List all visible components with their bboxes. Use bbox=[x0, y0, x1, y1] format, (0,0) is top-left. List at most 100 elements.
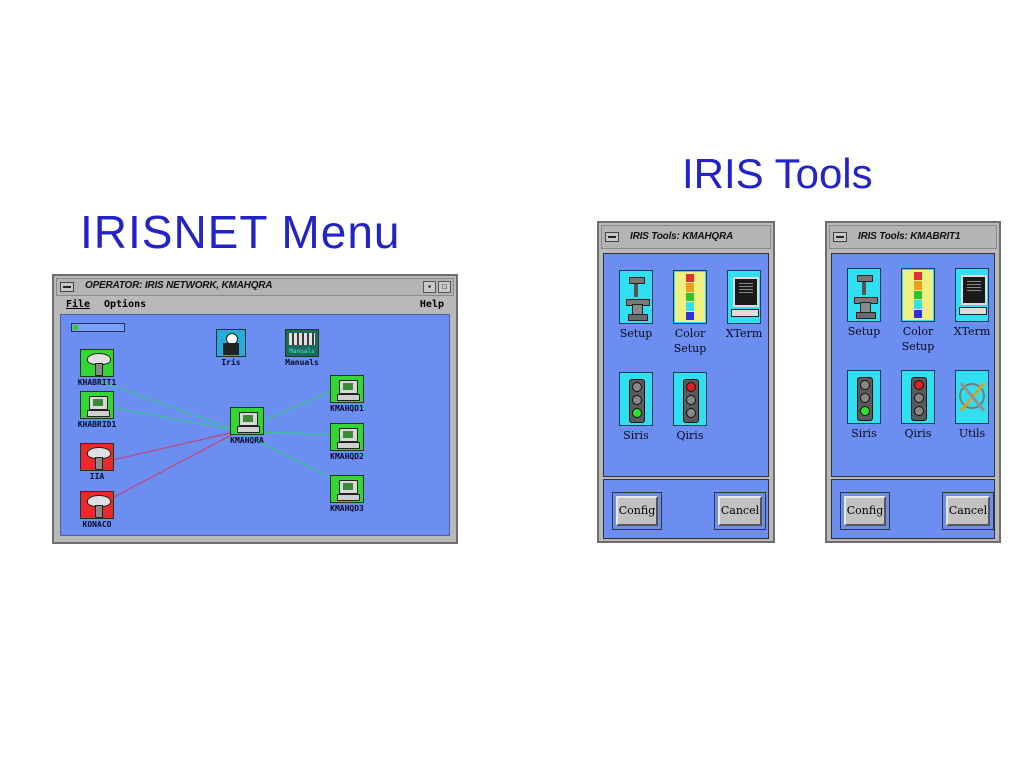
iris-app-icon[interactable]: Iris bbox=[211, 329, 251, 367]
node-kmahqd3[interactable]: KMAHQD3 bbox=[317, 475, 377, 513]
tool-qiris[interactable]: Qiris bbox=[664, 372, 716, 443]
terminal-icon bbox=[727, 270, 761, 324]
node-iia-label: IIA bbox=[89, 472, 105, 481]
maximize-button[interactable]: □ bbox=[438, 281, 451, 293]
tools-button-bar: Config Cancel bbox=[831, 479, 995, 539]
tool-label: Siris bbox=[623, 429, 649, 442]
cancel-button-frame bbox=[942, 492, 994, 530]
iris-icon bbox=[216, 329, 246, 357]
utils-tools-icon bbox=[955, 370, 989, 424]
node-iia[interactable]: IIA bbox=[67, 443, 127, 481]
tool-siris[interactable]: Siris bbox=[838, 370, 890, 441]
workstation-icon bbox=[80, 391, 114, 419]
tool-label: XTerm bbox=[953, 325, 991, 338]
tool-siris[interactable]: Siris bbox=[610, 372, 662, 443]
progress-fill bbox=[73, 325, 78, 330]
node-khabrid1-label: KHABRID1 bbox=[77, 420, 117, 429]
link-iia-kmahqra bbox=[98, 430, 240, 464]
cancel-button-frame bbox=[714, 492, 766, 530]
terminal-icon bbox=[955, 268, 989, 322]
tool-label: Utils bbox=[958, 427, 986, 440]
tools-titlebar[interactable]: IRIS Tools: KMAHQRA bbox=[601, 225, 771, 249]
manuals-icon: Manuals bbox=[285, 329, 319, 357]
manuals-caption: Manuals bbox=[289, 348, 315, 355]
window-menu-button[interactable] bbox=[60, 282, 74, 292]
node-kmahqd1-label: KMAHQD1 bbox=[330, 404, 364, 413]
operator-window: OPERATOR: IRIS NETWORK, KMAHQRA ▪ □ File… bbox=[52, 274, 458, 544]
operator-menubar: File Options Help bbox=[58, 297, 452, 313]
anvil-icon bbox=[619, 270, 653, 324]
color-palette-icon bbox=[901, 268, 935, 322]
tool-label: Qiris bbox=[676, 429, 704, 442]
tool-label: Setup bbox=[619, 327, 653, 340]
menu-help[interactable]: Help bbox=[419, 299, 444, 310]
link-khabrit1-kmahqra bbox=[98, 380, 240, 432]
node-kmahqra-label: KMAHQRA bbox=[230, 436, 264, 445]
link-khabrid1-kmahqra bbox=[98, 404, 240, 432]
config-button[interactable]: Config bbox=[844, 496, 886, 526]
node-khabrit1-label: KHABRIT1 bbox=[77, 378, 117, 387]
iris-tools-title: IRIS Tools bbox=[682, 150, 873, 197]
menu-file[interactable]: File bbox=[66, 299, 91, 310]
operator-titlebar[interactable]: OPERATOR: IRIS NETWORK, KMAHQRA ▪ □ bbox=[56, 278, 454, 296]
tool-setup[interactable]: Setup bbox=[838, 268, 890, 339]
tools-window-title: IRIS Tools: KMAHQRA bbox=[630, 231, 734, 242]
traffic-light-red-icon bbox=[673, 372, 707, 426]
traffic-light-red-icon bbox=[901, 370, 935, 424]
tool-xterm[interactable]: XTerm bbox=[718, 270, 770, 341]
operator-window-title: OPERATOR: IRIS NETWORK, KMAHQRA bbox=[85, 280, 273, 291]
workstation-icon bbox=[330, 423, 364, 451]
node-kmahqd2[interactable]: KMAHQD2 bbox=[317, 423, 377, 461]
menu-options[interactable]: Options bbox=[104, 299, 147, 310]
tool-label: XTerm bbox=[725, 327, 763, 340]
tool-xterm[interactable]: XTerm bbox=[946, 268, 998, 339]
tools-window-title: IRIS Tools: KMABRIT1 bbox=[858, 231, 961, 242]
tools-button-bar: Config Cancel bbox=[603, 479, 769, 539]
link-kmahqra-kmahqd3 bbox=[238, 430, 342, 484]
traffic-light-green-icon bbox=[619, 372, 653, 426]
tools-titlebar[interactable]: IRIS Tools: KMABRIT1 bbox=[829, 225, 997, 249]
cancel-button[interactable]: Cancel bbox=[946, 496, 990, 526]
manuals-app-icon[interactable]: Manuals Manuals bbox=[277, 329, 327, 367]
node-kmahqd1[interactable]: KMAHQD1 bbox=[317, 375, 377, 413]
tool-label: Setup bbox=[847, 325, 881, 338]
anvil-icon bbox=[847, 268, 881, 322]
link-konaco-kmahqra bbox=[98, 430, 240, 506]
node-kmahqra[interactable]: KMAHQRA bbox=[217, 407, 277, 445]
cancel-button[interactable]: Cancel bbox=[718, 496, 762, 526]
network-map-canvas: Iris Manuals Manuals KHABRIT1 KHABRID1 I… bbox=[60, 314, 450, 536]
iris-label: Iris bbox=[221, 358, 241, 367]
node-khabrit1[interactable]: KHABRIT1 bbox=[67, 349, 127, 387]
satellite-dish-icon bbox=[80, 349, 114, 377]
workstation-icon bbox=[330, 475, 364, 503]
satellite-dish-icon bbox=[80, 491, 114, 519]
irisnet-menu-title: IRISNET Menu bbox=[80, 206, 401, 258]
tool-utils[interactable]: Utils bbox=[946, 370, 998, 441]
tool-setup[interactable]: Setup bbox=[610, 270, 662, 341]
color-palette-icon bbox=[673, 270, 707, 324]
tool-label: Siris bbox=[851, 427, 877, 440]
config-button-frame bbox=[840, 492, 890, 530]
tool-qiris[interactable]: Qiris bbox=[892, 370, 944, 441]
node-kmahqd2-label: KMAHQD2 bbox=[330, 452, 364, 461]
satellite-dish-icon bbox=[80, 443, 114, 471]
window-menu-button[interactable] bbox=[833, 232, 847, 242]
window-menu-button[interactable] bbox=[605, 232, 619, 242]
config-button[interactable]: Config bbox=[616, 496, 658, 526]
node-konaco-label: KONACO bbox=[82, 520, 112, 529]
node-khabrid1[interactable]: KHABRID1 bbox=[67, 391, 127, 429]
node-kmahqd3-label: KMAHQD3 bbox=[330, 504, 364, 513]
workstation-icon bbox=[230, 407, 264, 435]
minimize-button[interactable]: ▪ bbox=[423, 281, 436, 293]
status-progress-bar bbox=[71, 323, 125, 332]
manuals-label: Manuals bbox=[285, 358, 319, 367]
node-konaco[interactable]: KONACO bbox=[67, 491, 127, 529]
